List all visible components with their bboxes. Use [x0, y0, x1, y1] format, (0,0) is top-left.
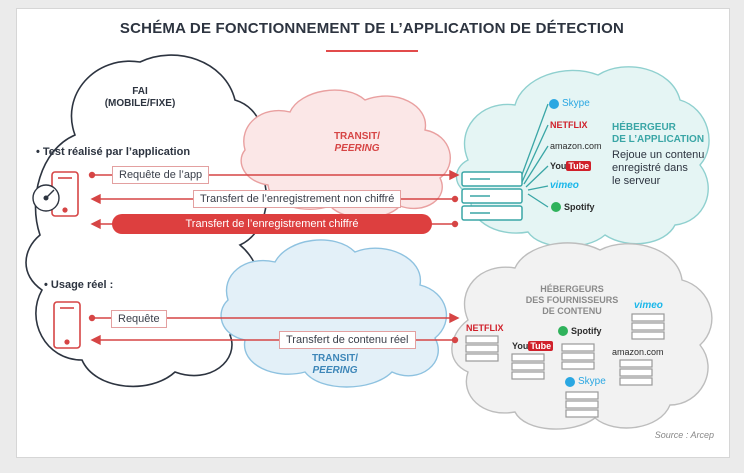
transit-top-label: TRANSIT/ PEERING — [322, 131, 392, 155]
provider-servers — [465, 313, 665, 418]
amazon-logo: amazon.com — [550, 141, 602, 151]
skype-logo: Skype — [578, 376, 606, 387]
title-underline — [326, 50, 418, 52]
providers-line1: HÉBERGEURS — [540, 284, 604, 294]
fai-line1: FAI — [132, 86, 148, 97]
request-label: Requête — [111, 310, 167, 328]
spotify-icon — [558, 326, 568, 336]
netflix-logo: NETFLIX — [550, 120, 588, 130]
transit-bottom-line1: TRANSIT/ — [311, 353, 359, 364]
real-transfer-label: Transfert de contenu réel — [279, 331, 416, 349]
transit-bottom-line2: PEERING — [312, 365, 358, 376]
phone-icon — [53, 301, 81, 349]
transit-bottom-cloud — [220, 239, 448, 388]
spotify-icon — [551, 202, 561, 212]
fai-label: FAI (MOBILE/FIXE) — [95, 86, 185, 110]
transit-top-line1: TRANSIT/ — [333, 131, 381, 142]
phone-icon — [51, 171, 79, 217]
test-label: • Test réalisé par l’application — [36, 146, 191, 158]
skype-icon — [565, 377, 575, 387]
transit-bottom-label: TRANSIT/ PEERING — [300, 353, 370, 377]
youtube-tube: Tube — [528, 341, 554, 351]
app-host-line1: HÉBERGEUR — [612, 122, 676, 133]
youtube-you: You — [550, 161, 567, 171]
encrypted-transfer-pill: Transfert de l’enregistrement chiffré — [112, 214, 432, 234]
source-note: Source : Arcep — [654, 430, 714, 440]
page-title: SCHÉMA DE FONCTIONNEMENT DE L’APPLICATIO… — [119, 20, 625, 37]
app-host-line2: DE L’APPLICATION — [612, 134, 705, 145]
transit-top-line2: PEERING — [334, 143, 380, 154]
vimeo-logo: vimeo — [550, 180, 579, 191]
fai-line2: (MOBILE/FIXE) — [104, 98, 176, 109]
youtube-tube: Tube — [566, 161, 592, 171]
skype-icon — [549, 99, 559, 109]
app-server — [461, 171, 523, 221]
app-host-desc1: Rejoue un contenu — [612, 149, 705, 161]
speedometer-icon — [32, 184, 60, 212]
server-links — [519, 103, 549, 208]
vimeo-logo: vimeo — [634, 300, 663, 311]
providers-label: HÉBERGEURS DES FOURNISSEURS DE CONTENU — [512, 284, 632, 317]
youtube-you: You — [512, 341, 529, 351]
providers-line2: DES FOURNISSEURS — [525, 295, 619, 305]
spotify-logo: Spotify — [564, 202, 595, 212]
app-host-desc2: enregistré dans — [612, 162, 688, 174]
request-app-label: Requête de l’app — [112, 166, 210, 184]
skype-logo: Skype — [562, 98, 590, 109]
providers-line3: DE CONTENU — [542, 306, 602, 316]
amazon-logo: amazon.com — [612, 347, 664, 357]
spotify-logo: Spotify — [571, 326, 602, 336]
app-host-desc3: le serveur — [612, 175, 661, 187]
app-host-label: HÉBERGEUR DE L’APPLICATION Rejoue un con… — [612, 122, 712, 188]
real-usage-label: • Usage réel : — [44, 279, 114, 291]
netflix-logo: NETFLIX — [466, 323, 504, 333]
unencrypted-transfer-label: Transfert de l’enregistrement non chiffr… — [193, 190, 402, 208]
